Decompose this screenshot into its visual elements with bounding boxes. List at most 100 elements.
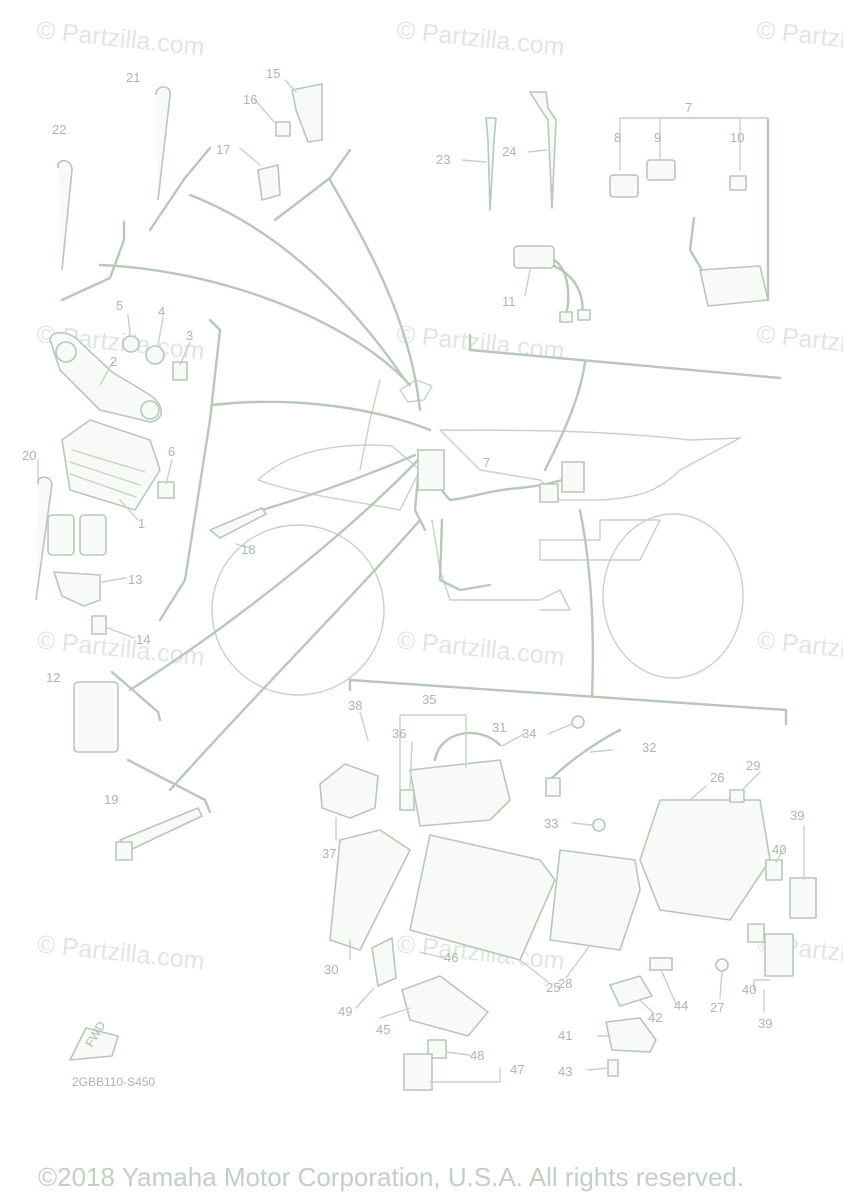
part-number-label: 6 xyxy=(168,444,175,459)
leader-arrow xyxy=(168,518,422,792)
relay-part xyxy=(319,763,379,819)
fuse-part xyxy=(609,174,639,198)
connector-part xyxy=(559,311,573,323)
part-number-label: 28 xyxy=(558,976,572,991)
bolt-part xyxy=(607,1059,619,1077)
rectifier-regulator xyxy=(61,419,161,511)
connector-part xyxy=(789,877,817,919)
bracket-part xyxy=(609,975,653,1007)
engine-frame xyxy=(431,519,571,611)
leader-line xyxy=(741,771,761,791)
bracket-part xyxy=(49,331,163,423)
regulator-group xyxy=(35,83,323,861)
leader-arrow xyxy=(128,458,420,692)
part-number-label: 3 xyxy=(186,328,193,343)
cable-tie-head xyxy=(115,841,133,861)
leader-line xyxy=(284,79,297,93)
part-number-label: 34 xyxy=(522,726,536,741)
leader-arrow xyxy=(188,193,407,382)
bracket-line xyxy=(158,318,222,622)
connector-part xyxy=(764,933,794,977)
sensor-part xyxy=(605,1017,657,1053)
part-number-label: 18 xyxy=(241,542,255,557)
leader-line xyxy=(99,361,114,386)
clamp-part xyxy=(53,571,101,607)
leader-line xyxy=(165,459,173,485)
rear-wheel xyxy=(602,513,744,679)
part-number-label: 29 xyxy=(746,758,760,773)
leader-line xyxy=(527,149,547,153)
rectifier-fins xyxy=(69,449,146,498)
part-number-label: 23 xyxy=(436,152,450,167)
battery-lead xyxy=(548,728,622,782)
nut-part xyxy=(571,715,585,729)
bracket-line xyxy=(110,670,162,722)
fork xyxy=(359,379,381,471)
connector-wire xyxy=(552,258,584,317)
part-number-label: 47 xyxy=(510,1062,524,1077)
battery xyxy=(409,834,556,961)
part-number-label: 46 xyxy=(444,950,458,965)
part-number-label: 7 xyxy=(685,100,692,115)
part-number-label: 40 xyxy=(742,982,756,997)
terminal-part xyxy=(545,777,561,797)
part-number-label: 25 xyxy=(546,980,560,995)
part-number-label: 43 xyxy=(558,1064,572,1079)
leader-line xyxy=(719,971,723,999)
part-number-label: 24 xyxy=(502,144,516,159)
watermark: © Partzilla.com xyxy=(755,626,843,671)
leader-line xyxy=(179,341,191,366)
part-number-label: 26 xyxy=(710,770,724,785)
leader-line xyxy=(461,159,487,163)
part-number-label: 5 xyxy=(116,298,123,313)
leader-line xyxy=(661,971,677,1005)
leader-line xyxy=(639,999,655,1015)
leader-line xyxy=(547,723,573,735)
part-number-label: 16 xyxy=(243,92,257,107)
leader-arrow xyxy=(328,178,422,412)
leader-arrow xyxy=(210,400,432,432)
leader-line xyxy=(419,951,445,959)
harness-wire xyxy=(438,518,492,592)
leader-line xyxy=(753,979,771,991)
part-number-label: 36 xyxy=(392,726,406,741)
diagram-code: 2GBB110-S450 xyxy=(72,1075,155,1089)
damper-part xyxy=(729,789,745,803)
part-number-label: 39 xyxy=(790,808,804,823)
leader-line xyxy=(409,741,413,791)
battery-cover xyxy=(549,849,641,951)
part-labels: 1 2 3 4 5 6 7 7 8 9 10 11 12 13 14 15 16… xyxy=(22,66,804,1079)
bolt-part xyxy=(275,121,291,137)
bracket-line xyxy=(348,678,788,726)
connector-part xyxy=(399,789,415,811)
rubber-part xyxy=(649,957,673,971)
part-number-label: 15 xyxy=(266,66,280,81)
bracket-part xyxy=(291,83,323,143)
part-number-label: 10 xyxy=(730,130,744,145)
rear-frame xyxy=(539,519,661,561)
relay-wire xyxy=(433,731,502,762)
connector-part xyxy=(79,514,107,556)
part-number-label: 33 xyxy=(544,816,558,831)
part-number-label: 31 xyxy=(492,720,506,735)
leader-line xyxy=(239,147,261,166)
leader-line xyxy=(659,117,691,159)
fwd-indicator: FWD xyxy=(69,1019,119,1061)
part-number-label: 30 xyxy=(324,962,338,977)
watermark: © Partzilla.com xyxy=(395,320,565,365)
part-number-label: 12 xyxy=(46,670,60,685)
leader-line xyxy=(501,733,525,747)
part-number-label: 45 xyxy=(376,1022,390,1037)
watermark: © Partzilla.com xyxy=(35,16,205,61)
connector-part xyxy=(371,937,397,987)
part-number-label: 22 xyxy=(52,122,66,137)
handlebar-mount xyxy=(399,379,433,403)
leader-arrow xyxy=(543,360,587,472)
seat-and-tail xyxy=(439,429,741,501)
leader-line xyxy=(107,627,135,639)
connector-part xyxy=(47,514,75,556)
front-wheel xyxy=(211,524,385,696)
cable-tie xyxy=(57,159,73,271)
